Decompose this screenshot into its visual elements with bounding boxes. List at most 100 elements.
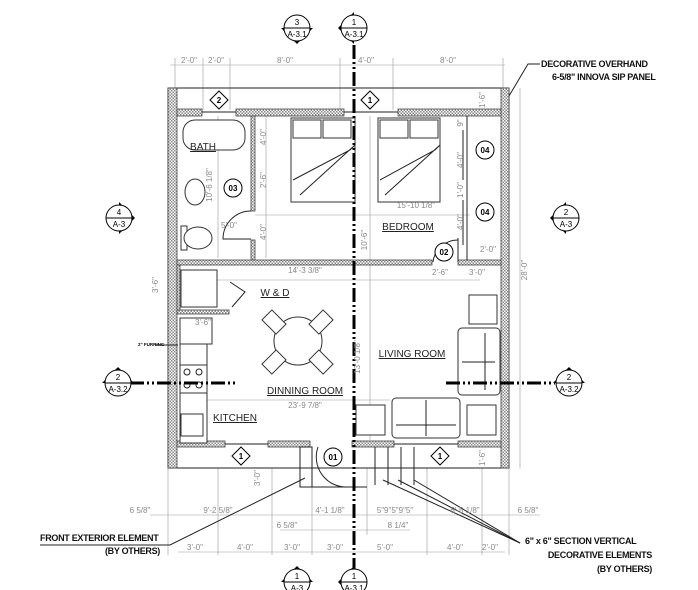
room-label: KITCHEN (213, 413, 257, 424)
dimension-label: 3'-6" (195, 318, 211, 327)
dimension-label: 4'-1 1/8" (315, 506, 344, 515)
dimension-label: 2'-0" (181, 56, 197, 65)
door-tag[interactable]: 02 (434, 242, 454, 262)
door-tag-label: 04 (481, 208, 490, 217)
section-number: 2 (564, 208, 569, 217)
section-number: 1 (352, 572, 357, 581)
dimension-label: 6 5/8" (130, 506, 151, 515)
dimension-label: 4'-0" (456, 152, 465, 168)
dimension-label: 8 1/4" (388, 521, 409, 530)
dimension-label: 1'-6" (478, 92, 487, 108)
annotation-front-by-others: (BY OTHERS) (105, 546, 160, 556)
dimension-label: 10'-6" (360, 230, 369, 251)
toilet (183, 226, 213, 250)
dimension-label: 4'-0" (259, 129, 268, 145)
dimension-label: 3'-0" (187, 543, 203, 552)
annotation-sip-panel: 6-5/8" INNOVA SIP PANEL (552, 72, 656, 82)
section-sheet: A-3 (560, 220, 573, 229)
dimension-label: 8'-0" (440, 56, 456, 65)
section-sheet: A-3.1 (344, 584, 364, 590)
window-tag[interactable]: 1 (430, 446, 450, 466)
section-number: 4 (117, 208, 122, 217)
washer-dryer (180, 269, 218, 308)
section-marker[interactable]: 2A-3.2 (102, 367, 134, 397)
dimension-label: 2'-0" (208, 56, 224, 65)
dimension-label: 9'-2 5/8" (203, 506, 232, 515)
dimension-label: 4'-0" (456, 214, 465, 230)
kitchen-sink (180, 413, 204, 437)
section-marker[interactable]: 4A-3 (105, 202, 135, 234)
bathtub (182, 119, 246, 151)
stove (179, 364, 208, 394)
dimension-label: 6 5/8" (518, 506, 539, 515)
dimension-label: 9" (456, 119, 465, 126)
section-sheet: A-3 (113, 220, 126, 229)
window-tag[interactable]: 2 (209, 90, 229, 110)
section-marker[interactable]: 2A-3 (550, 202, 580, 234)
window-tag[interactable]: 1 (360, 90, 380, 110)
door-tag[interactable]: 01 (323, 447, 343, 467)
dimension-label: 10'-6 1/8" (205, 168, 214, 202)
section-marker[interactable]: 3A-3.1 (281, 14, 313, 44)
walls (167, 87, 510, 488)
dimension-label: 1'-0" (456, 182, 465, 198)
dimension-label: 28'-0" (520, 260, 529, 281)
dimension-label: 6'-5 1/8" (450, 506, 479, 515)
window-tag-label: 1 (239, 452, 244, 461)
annotation-furring: 2" FURRING (138, 342, 165, 347)
door-swing-bath (222, 210, 252, 240)
dimension-label: 3'-0" (284, 543, 300, 552)
dimension-label: 15'-10 1/8" (397, 201, 435, 210)
dimension-label: 23'-9 7/8" (288, 401, 322, 410)
sink (184, 178, 206, 206)
annotation-vertical-by-others: (BY OTHERS) (597, 564, 652, 574)
annotation-decorative: DECORATIVE ELEMENTS (548, 550, 652, 560)
dimension-label: 5'-0" (377, 543, 393, 552)
fridge (179, 317, 213, 345)
annotation-vertical-elements: 6" x 6" SECTION VERTICAL (525, 536, 637, 546)
ottoman-left (355, 404, 386, 436)
dimension-label: 2'-0" (480, 245, 496, 254)
window-tag-label: 1 (438, 452, 443, 461)
room-label: BATH (190, 142, 216, 153)
window-tag-label: 1 (368, 96, 373, 105)
dimension-label: 4'-0" (237, 543, 253, 552)
section-marker[interactable]: 1A-3.1 (338, 566, 368, 590)
window-tag[interactable]: 1 (231, 446, 251, 466)
dimension-label: 4'-0" (259, 224, 268, 240)
dimension-label: 2'-6" (259, 172, 268, 188)
room-label: DINNING ROOM (267, 386, 343, 397)
dimension-label: 1'-6" (478, 450, 487, 466)
section-marker[interactable]: 2A-3.2 (553, 367, 585, 397)
dimension-label: 3'-0" (327, 543, 343, 552)
section-number: 2 (567, 373, 572, 382)
room-label: LIVING ROOM (379, 349, 446, 360)
annotation-overhang: DECORATIVE OVERHAND (541, 59, 648, 69)
section-marker[interactable]: 1A-3.1 (338, 12, 368, 44)
section-sheet: A-3.1 (344, 30, 364, 39)
section-sheet: A-3.2 (559, 385, 579, 394)
section-number: 3 (295, 18, 300, 27)
door-tag-label: 03 (229, 184, 238, 193)
dimension-label: 2'-6" (432, 268, 448, 277)
door-tag[interactable]: 04 (475, 202, 495, 222)
section-number: 1 (352, 18, 357, 27)
room-label: BEDROOM (382, 222, 434, 233)
dimension-label: 3'-6" (151, 277, 160, 293)
dimension-label: 4'-0" (447, 543, 463, 552)
dimension-label: 4'-0" (358, 56, 374, 65)
section-marker[interactable]: 1A-3 (281, 566, 313, 590)
dimension-lines (150, 58, 540, 555)
window-tag-label: 2 (217, 96, 222, 105)
section-sheet: A-3.2 (108, 385, 128, 394)
dining-table (273, 316, 323, 366)
door-tag[interactable]: 03 (223, 178, 243, 198)
dimension-label: 8'-0" (277, 56, 293, 65)
door-tag-label: 02 (440, 248, 449, 257)
armchair-square (468, 294, 498, 325)
door-tag[interactable]: 04 (475, 140, 495, 160)
leader-lines (40, 63, 540, 546)
section-sheet: A-3.1 (287, 30, 307, 39)
room-label: W & D (261, 288, 290, 299)
